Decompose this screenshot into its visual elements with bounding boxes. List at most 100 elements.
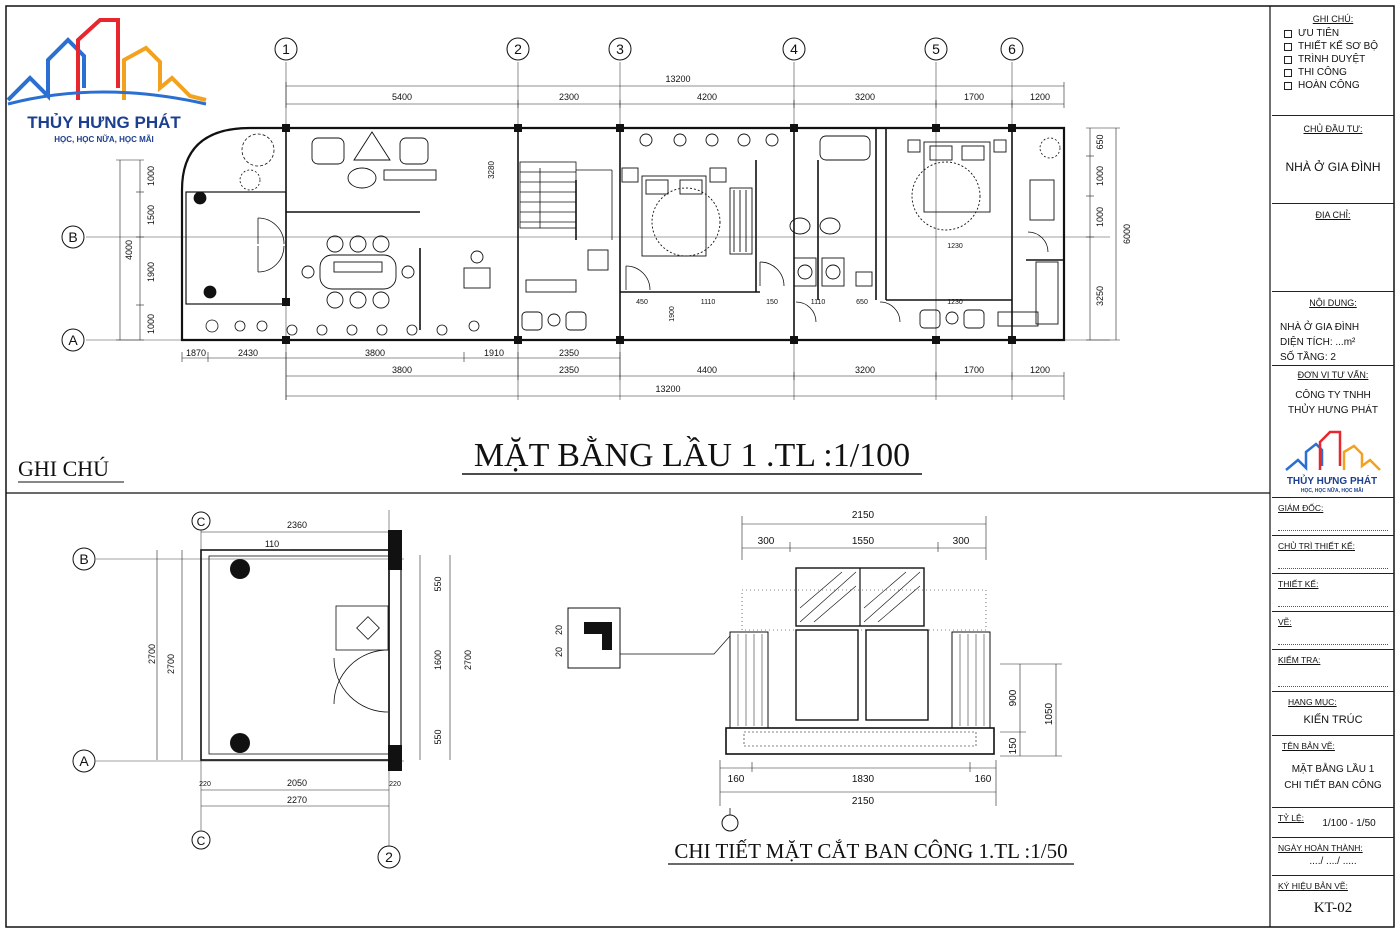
logo-red-stroke — [76, 18, 120, 100]
company-logo: THỦY HƯNG PHÁT HỌC, HỌC NỮA, HỌC MÃI — [6, 18, 207, 144]
tb-draw: VẼ: — [1272, 612, 1394, 650]
bottom-dimension-lines — [181, 352, 1065, 400]
dim-bottom: 2350 — [559, 365, 579, 375]
wall-solid — [388, 745, 402, 771]
svg-text:6: 6 — [1008, 41, 1016, 57]
tb-consultant: ĐƠN VỊ TƯ VẤN: CÔNG TY TNHH THỦY HƯNG PH… — [1272, 366, 1394, 498]
svg-text:3: 3 — [616, 41, 624, 57]
dim-text: 2700 — [147, 644, 157, 664]
axis-C-bubble: C — [191, 830, 211, 850]
tb-owner: CHỦ ĐẦU TƯ: NHÀ Ở GIA ĐÌNH — [1272, 116, 1394, 204]
door-swings — [257, 217, 1049, 323]
dim-inner: 1900 — [669, 306, 676, 322]
floor-plan — [86, 62, 1120, 400]
tb-drawing-name: TÊN BẢN VẼ: MẶT BẰNG LẦU 1 CHI TIẾT BAN … — [1272, 736, 1394, 808]
dim-right: 1000 — [1095, 207, 1105, 227]
tb-consultant-line: CÔNG TY TNHH — [1295, 390, 1371, 401]
side-dimension-lines — [116, 127, 1120, 341]
dim-text: 220 — [199, 781, 211, 788]
dim-inner: 450 — [636, 299, 648, 306]
planter-dot — [230, 733, 250, 753]
dim-inner: 3280 — [487, 161, 496, 179]
dim-text: 1050 — [1044, 702, 1055, 725]
dim-text: 2360 — [287, 520, 307, 530]
bedroom-2-furniture — [907, 139, 1059, 329]
balcony-slab-section — [725, 727, 995, 755]
door-leaf — [335, 605, 389, 651]
logo-name: THỦY HƯNG PHÁT — [27, 113, 181, 132]
tb-code-value: KT-02 — [1313, 900, 1353, 916]
tb-consultant-label: ĐƠN VỊ TƯ VẤN: — [1297, 370, 1369, 380]
sheet-border — [5, 5, 1395, 928]
dim-text: 160 — [728, 774, 745, 785]
dim-right-total: 6000 — [1122, 224, 1132, 244]
svg-text:C: C — [197, 834, 206, 848]
checkbox-icon[interactable] — [1284, 81, 1292, 90]
balcony-inner-rail — [208, 555, 390, 755]
section-title: CHI TIẾT MẶT CẮT BAN CÔNG 1.TL :1/50 — [674, 839, 1067, 863]
dim-text: 1550 — [852, 536, 875, 547]
checkbox-item[interactable]: HOÀN CÔNG — [1284, 80, 1394, 91]
dim-text: 1830 — [852, 774, 875, 785]
svg-text:5: 5 — [932, 41, 940, 57]
checkbox-item[interactable]: THIẾT KẾ SƠ BỘ — [1284, 41, 1394, 52]
dim-text: 300 — [758, 536, 775, 547]
axis-3-bubble: 3 — [608, 37, 632, 61]
tb-owner-value: NHÀ Ở GIA ĐÌNH — [1285, 160, 1381, 174]
dim-left-total: 4000 — [124, 240, 134, 260]
door-panel-right — [865, 629, 929, 721]
tb-category-value: KIẾN TRÚC — [1303, 714, 1363, 726]
checkbox-icon[interactable] — [1284, 42, 1292, 51]
logo-swoosh — [7, 90, 207, 106]
dim-top: 4200 — [697, 92, 717, 102]
dim-text: 150 — [1008, 737, 1019, 754]
dim-text: 2050 — [287, 778, 307, 788]
tb-notes-list: ƯU TIÊN THIẾT KẾ SƠ BỘ TRÌNH DUYỆT THI C… — [1272, 28, 1394, 91]
leader-line — [620, 635, 731, 655]
dim-bottom: 3200 — [855, 365, 875, 375]
checkbox-item[interactable]: TRÌNH DUYỆT — [1284, 54, 1394, 65]
plan-title: MẶT BẰNG LẦU 1 .TL :1/100 — [474, 436, 910, 474]
tb-design: THIẾT KẾ: — [1272, 574, 1394, 612]
plants — [193, 133, 1061, 336]
top-dimension-lines — [285, 82, 1065, 108]
checkbox-icon[interactable] — [1284, 55, 1292, 64]
logo-orange-stroke — [122, 45, 207, 102]
dim-text: 2150 — [852, 510, 875, 521]
tb-owner-label: CHỦ ĐẦU TƯ: — [1303, 124, 1363, 134]
dim-left: 1500 — [146, 205, 156, 225]
dim-top: 2300 — [559, 92, 579, 102]
detail-axis-bubbles: C B A C 2 — [72, 511, 401, 869]
dim-text: 110 — [265, 539, 279, 549]
door-swing — [333, 657, 389, 713]
dim-right: 1000 — [1095, 166, 1105, 186]
tb-address: ĐỊA CHỈ: — [1272, 204, 1394, 292]
tb-address-label: ĐỊA CHỈ: — [1315, 210, 1351, 220]
dim-left: 1000 — [146, 166, 156, 186]
dim-bottom: 2350 — [559, 348, 579, 358]
dim-text: 2700 — [463, 650, 473, 670]
svg-text:THỦY HƯNG PHÁT: THỦY HƯNG PHÁT — [1287, 474, 1377, 487]
columns — [282, 124, 1016, 344]
axis-A-bubble: A — [61, 328, 85, 352]
checkbox-item[interactable]: THI CÔNG — [1284, 67, 1394, 78]
tb-content-values: NHÀ Ở GIA ĐÌNH DIỆN TÍCH: ...m² SỐ TẦNG:… — [1280, 322, 1360, 363]
checkbox-item[interactable]: ƯU TIÊN — [1284, 28, 1394, 39]
svg-text:2: 2 — [385, 849, 393, 865]
parapet-hatch — [737, 634, 985, 726]
plan-axis-bubbles: 1 2 3 4 5 6 B A — [61, 37, 1024, 352]
checkbox-icon[interactable] — [1284, 29, 1292, 38]
planter-dot — [230, 559, 250, 579]
axis-2-bubble: 2 — [377, 845, 401, 869]
axis-2-bubble: 2 — [506, 37, 530, 61]
checkbox-icon[interactable] — [1284, 68, 1292, 77]
dim-text: 20 — [554, 625, 564, 635]
svg-text:2: 2 — [514, 41, 522, 57]
dim-right: 650 — [1095, 134, 1105, 149]
section-dim-lines — [719, 516, 1062, 806]
svg-text:B: B — [68, 229, 77, 245]
dim-top: 1200 — [1030, 92, 1050, 102]
tb-notes-label: GHI CHÚ: — [1312, 14, 1354, 24]
